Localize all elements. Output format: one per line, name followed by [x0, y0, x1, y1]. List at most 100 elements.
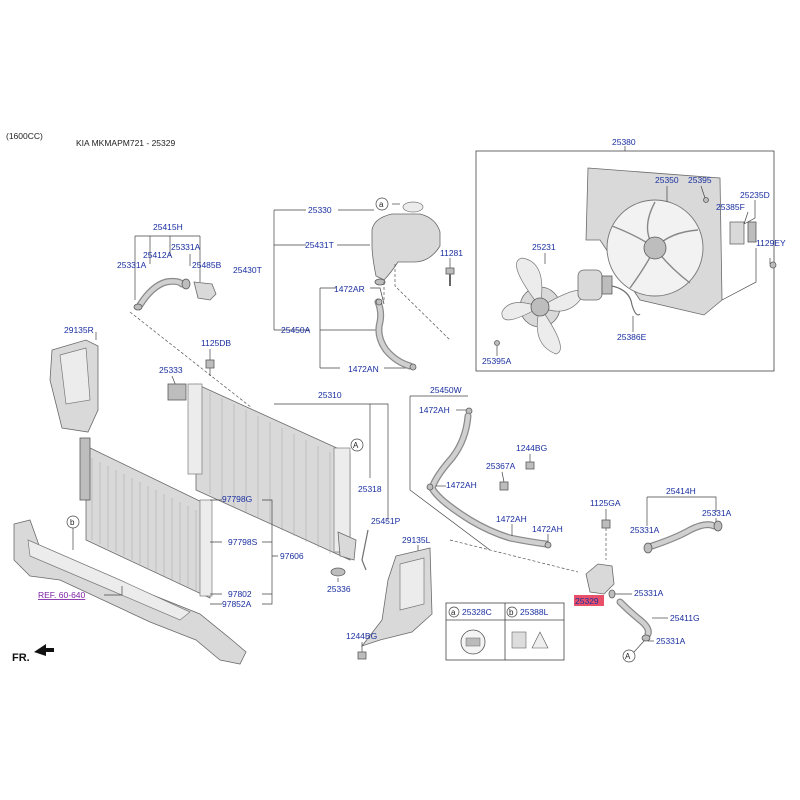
catalog-title: KIA MKMAPM721 - 25329	[76, 138, 175, 148]
part-97852a[interactable]: 97852A	[222, 599, 252, 609]
reservoir-tank	[371, 213, 441, 281]
part-1125db[interactable]: 1125DB	[201, 338, 231, 348]
clamp-25331a-3	[643, 542, 653, 554]
inlet-hose-group: 25450W 1472AH 1472AH 1472AH 1472AH 1244B…	[409, 385, 579, 573]
part-25411g[interactable]: 25411G	[670, 613, 700, 623]
air-guard-left-group: 29135L 1244BG	[346, 535, 433, 660]
clamp-1472ah-4	[544, 541, 552, 549]
bolt-1129ey	[769, 261, 777, 269]
part-97802[interactable]: 97802	[228, 589, 252, 599]
part-25329[interactable]: 25329	[575, 596, 599, 606]
clamp-25331a-5	[608, 589, 616, 599]
legend-part-25388l[interactable]: 25388L	[520, 607, 549, 617]
part-25310[interactable]: 25310	[318, 390, 342, 400]
fan-motor	[577, 269, 641, 316]
part-25318[interactable]: 25318	[358, 484, 382, 494]
part-1472ar[interactable]: 1472AR	[334, 284, 365, 294]
engine-label: (1600CC)	[6, 131, 43, 141]
part-25385f[interactable]: 25385F	[716, 202, 745, 212]
part-25485b[interactable]: 25485B	[192, 260, 222, 270]
part-25336[interactable]: 25336	[327, 584, 351, 594]
part-25367a[interactable]: 25367A	[486, 461, 516, 471]
callout-a-circle[interactable]	[375, 197, 389, 211]
warning-triangle-icon	[531, 631, 549, 649]
part-29135l[interactable]: 29135L	[402, 535, 431, 545]
outlet-hose-group: 1125GA 25414H 25331A 25331A 25329 25331A…	[574, 486, 732, 663]
part-25331a-4[interactable]: 25331A	[702, 508, 732, 518]
part-1125ga[interactable]: 1125GA	[590, 498, 621, 508]
part-25331a-5[interactable]: 25331A	[634, 588, 664, 598]
part-25395[interactable]: 25395	[688, 175, 712, 185]
legend-box: a 25328C b 25388L	[445, 602, 565, 661]
part-25450a[interactable]: 25450A	[281, 325, 311, 335]
part-1472ah-2[interactable]: 1472AH	[446, 480, 477, 490]
bracket-25333	[167, 383, 187, 401]
part-1129ey[interactable]: 1129EY	[756, 238, 786, 248]
part-25235d[interactable]: 25235D	[740, 190, 770, 200]
screw-25395	[703, 197, 709, 203]
part-29135r[interactable]: 29135R	[64, 325, 94, 335]
callout-b: b	[70, 518, 75, 527]
callout-A-hose-circle[interactable]	[622, 649, 636, 663]
reservoir-group: 25330 25431T 25430T 11281 1472AR 25450A …	[233, 197, 463, 374]
part-1472an[interactable]: 1472AN	[348, 364, 379, 374]
legend-b-marker: b	[509, 608, 514, 617]
callout-A-radiator: A	[353, 441, 359, 450]
legend-a-circle[interactable]	[448, 606, 460, 618]
bolt-1125ga	[601, 519, 611, 529]
part-25414h[interactable]: 25414H	[666, 486, 696, 496]
part-25415h[interactable]: 25415H	[153, 222, 183, 232]
part-25350[interactable]: 25350	[655, 175, 679, 185]
front-orientation: FR.	[12, 652, 30, 664]
radiator-tank-left	[187, 383, 203, 475]
part-25386e[interactable]: 25386E	[617, 332, 647, 342]
legend-part-25328c[interactable]: 25328C	[462, 607, 492, 617]
part-1244bg-2[interactable]: 1244BG	[346, 631, 377, 641]
part-25331a-1[interactable]: 25331A	[171, 242, 201, 252]
part-97606[interactable]: 97606	[280, 551, 304, 561]
caution-label-icon	[511, 631, 527, 649]
part-25380[interactable]: 25380	[612, 137, 636, 147]
part-25430t[interactable]: 25430T	[233, 265, 262, 275]
part-25451p[interactable]: 25451P	[371, 516, 401, 526]
callout-A-radiator-circle[interactable]	[350, 438, 364, 452]
part-25231[interactable]: 25231	[532, 242, 556, 252]
part-11281[interactable]: 11281	[440, 248, 463, 258]
part-1472ah-1[interactable]: 1472AH	[419, 405, 450, 415]
bolt-11281	[445, 267, 455, 275]
bolt-1244bg-upper	[525, 461, 535, 470]
thermostat-housing	[585, 563, 615, 595]
clip-25367a	[499, 481, 509, 491]
legend-a-marker: a	[451, 608, 456, 617]
part-25395a[interactable]: 25395A	[482, 356, 512, 366]
upper-hose-group: 25415H 25412A 25331A 25331A 25485B	[117, 222, 253, 409]
front-arrow-icon	[34, 644, 54, 656]
reservoir-outlet	[374, 278, 386, 286]
part-25330[interactable]: 25330	[308, 205, 332, 215]
part-97798g[interactable]: 97798G	[222, 494, 252, 504]
part-1472ah-4[interactable]: 1472AH	[532, 524, 563, 534]
part-25431t[interactable]: 25431T	[305, 240, 334, 250]
clamp-1472ah-2	[426, 483, 434, 491]
part-97798s[interactable]: 97798S	[228, 537, 258, 547]
part-25331a-6[interactable]: 25331A	[656, 636, 686, 646]
clamp-25331a-lower	[133, 303, 143, 311]
callout-a: a	[379, 200, 384, 209]
fan-blade	[501, 257, 582, 355]
legend-b-circle[interactable]	[506, 606, 518, 618]
part-25331a-3[interactable]: 25331A	[630, 525, 660, 535]
shroud-hub	[643, 236, 667, 260]
part-1244bg-1[interactable]: 1244BG	[516, 443, 547, 453]
clamp-25331a-6	[641, 634, 651, 642]
part-25450w[interactable]: 25450W	[430, 385, 462, 395]
radiator-core	[195, 383, 351, 561]
ref-link-60-640[interactable]: REF. 60-640	[38, 590, 86, 600]
part-25331a-2[interactable]: 25331A	[117, 260, 147, 270]
reservoir-cap	[402, 201, 424, 213]
part-25412a[interactable]: 25412A	[143, 250, 173, 260]
part-25333[interactable]: 25333	[159, 365, 183, 375]
radiator-group: 1125DB 25333 25310 25318 25451P 25336 A …	[159, 338, 401, 609]
part-1472ah-3[interactable]: 1472AH	[496, 514, 527, 524]
bolt-1244bg-lower	[357, 651, 367, 660]
